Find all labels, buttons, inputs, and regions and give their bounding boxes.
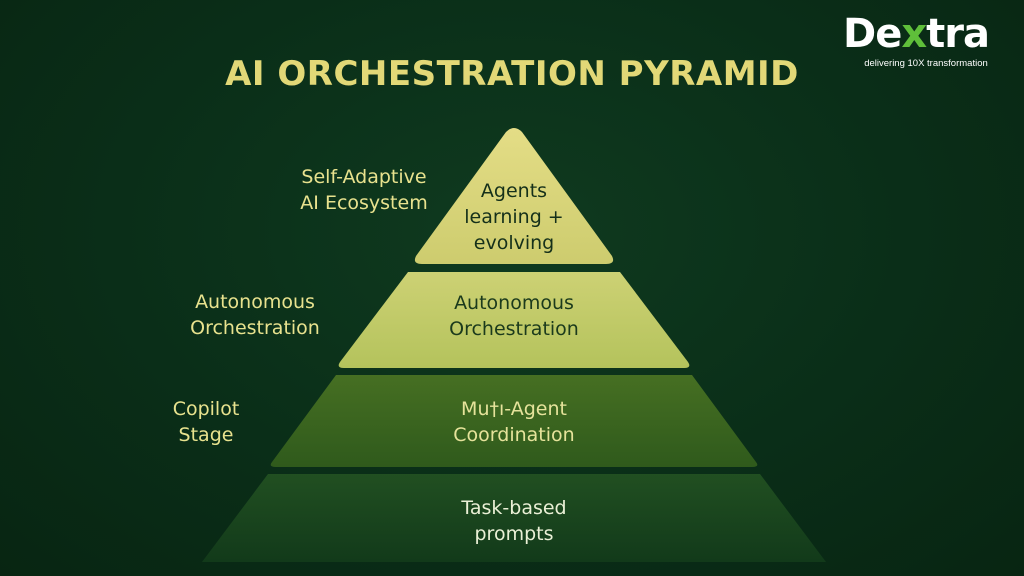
pyramid-tier-3 xyxy=(270,375,758,467)
logo-tagline: delivering 10X transformation xyxy=(864,58,988,69)
logo-wordmark: Dextra xyxy=(843,11,990,57)
tier-3-text: Mu†ı-Agent Coordination xyxy=(453,398,575,446)
pyramid-tier-2 xyxy=(338,272,690,368)
dextra-logo: Dextra delivering 10X transformation xyxy=(836,10,1016,72)
side-label-copilot: Copilot Stage xyxy=(172,398,240,446)
tier-2-text: Autonomous Orchestration xyxy=(449,292,579,340)
pyramid-tier-base xyxy=(202,474,826,562)
side-label-self-adaptive: Self-Adaptive AI Ecosystem xyxy=(300,166,428,214)
side-label-autonomous: Autonomous Orchestration xyxy=(190,291,320,339)
logo-x-mark: x xyxy=(901,11,927,57)
pyramid-tier-top xyxy=(414,128,614,264)
page-title: AI ORCHESTRATION PYRAMID xyxy=(225,54,799,94)
tier-4-text: Task-based prompts xyxy=(461,497,567,545)
tier-1-text: Agents learning + evolving xyxy=(464,180,564,254)
